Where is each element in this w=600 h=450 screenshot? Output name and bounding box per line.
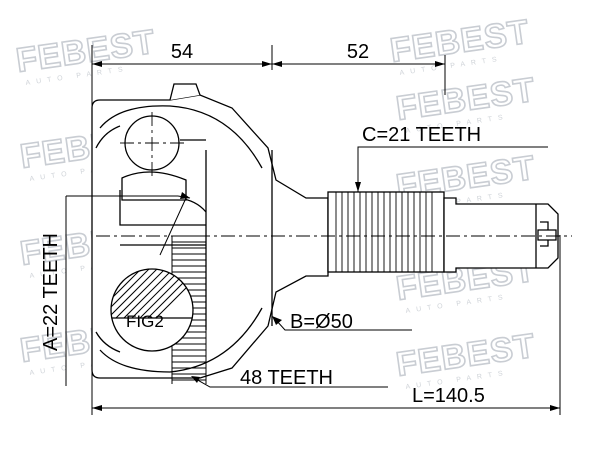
fig2-circle xyxy=(110,268,194,352)
cage-section xyxy=(121,171,187,201)
leader-abs-ring xyxy=(193,377,388,388)
dimension-label-total: L=140.5 xyxy=(412,385,485,407)
inner-race-line xyxy=(119,190,206,226)
fig2-detail: FIG2 xyxy=(110,268,194,352)
dimension-label-54: 54 xyxy=(171,41,193,63)
stub-shaft xyxy=(327,191,559,273)
arrowhead xyxy=(262,61,272,67)
arrowhead xyxy=(272,316,282,325)
callout-abs-ring: 48 TEETH xyxy=(240,367,333,389)
watermark: FEBEST AUTO PARTS xyxy=(387,12,533,77)
arrowhead xyxy=(191,376,200,383)
housing-curve xyxy=(99,307,263,373)
dimension-arrows xyxy=(92,61,560,411)
arrowhead xyxy=(180,192,190,199)
threaded-end xyxy=(443,197,559,273)
housing-curve xyxy=(99,105,263,169)
arrowhead xyxy=(355,182,361,192)
dimension-label-52: 52 xyxy=(347,41,369,63)
arrowhead xyxy=(435,61,445,67)
housing-tab xyxy=(169,83,201,101)
fig2-label: FIG2 xyxy=(126,312,164,331)
leader-lines xyxy=(65,146,548,388)
callout-diameter-b: B=Ø50 xyxy=(290,311,353,333)
leader-arrows xyxy=(180,182,361,383)
watermark: FEBEST AUTO PARTS xyxy=(13,22,159,87)
watermark: FEBEST AUTO PARTS xyxy=(393,326,539,391)
arrowhead xyxy=(272,61,282,67)
leader-spline-a-diagonal xyxy=(159,197,187,256)
housing-curve xyxy=(95,125,121,149)
spline-section xyxy=(327,191,445,273)
arrowhead xyxy=(92,405,102,411)
callout-spline-a: A=22 TEETH xyxy=(40,233,62,351)
arrowhead xyxy=(550,405,560,411)
spline-hatch xyxy=(335,192,433,272)
callout-spline-c: C=21 TEETH xyxy=(362,124,481,146)
centerlines xyxy=(96,112,572,237)
leader-diameter-b xyxy=(275,319,412,331)
cotter-hole xyxy=(537,229,557,241)
arrowhead xyxy=(92,61,102,67)
leader-spline-c xyxy=(357,146,548,192)
housing-curve xyxy=(95,331,121,353)
